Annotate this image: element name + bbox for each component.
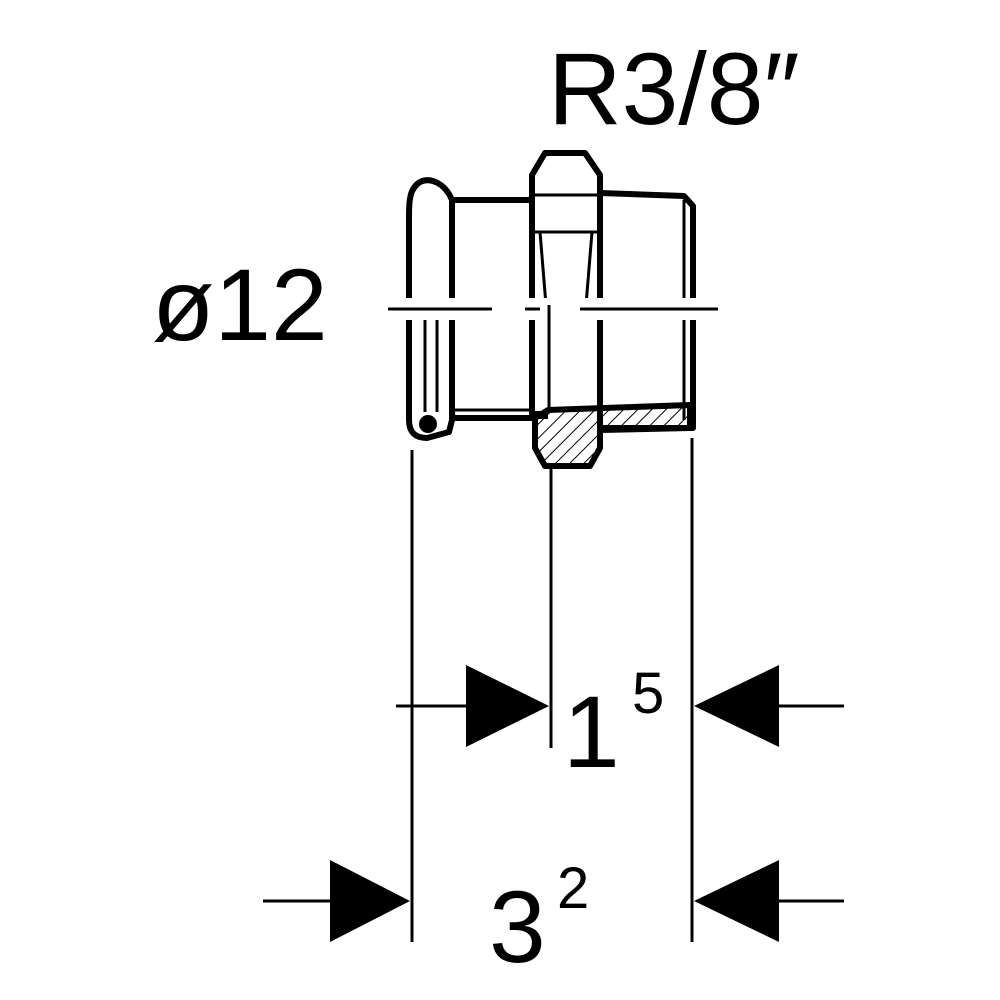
dim-outer-value: 3: [489, 870, 546, 984]
thread-size-label: R3/8″: [548, 32, 800, 146]
hex-flank-right: [584, 231, 594, 306]
section-hatch: [532, 402, 693, 469]
dim-outer-arrow-left: [330, 860, 410, 942]
dim-outer-arrow-right: [694, 860, 779, 942]
diameter-label: ø12: [152, 248, 328, 362]
dim-inner-arrow-right: [694, 665, 779, 747]
dim-inner-arrow-left: [466, 665, 549, 747]
hex-nut: [529, 150, 603, 308]
dim-inner-value: 1: [563, 675, 620, 789]
dim-inner-superscript: 5: [632, 661, 664, 726]
dim-outer-superscript: 2: [557, 856, 589, 921]
hex-flank-left: [538, 231, 548, 306]
o-ring-seal: [419, 415, 437, 433]
section-corner: [534, 411, 548, 419]
